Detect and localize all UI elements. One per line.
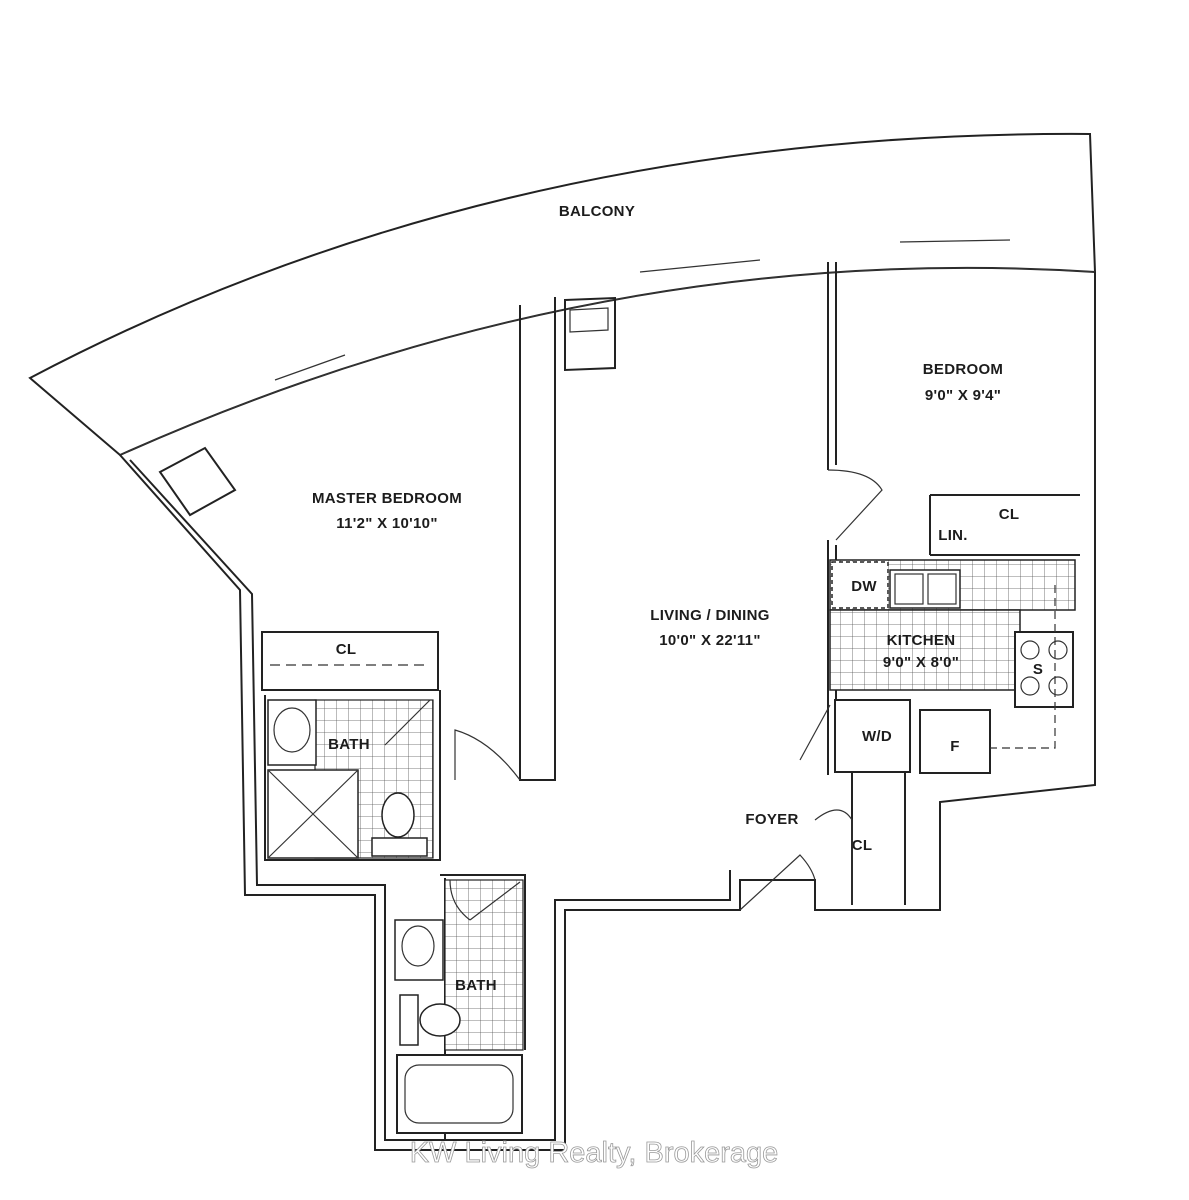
door-swings (384, 469, 883, 921)
svg-text:9'0" X 8'0": 9'0" X 8'0" (883, 654, 959, 671)
closet-label-foyer: CL (852, 837, 873, 854)
svg-text:11'2" X 10'10": 11'2" X 10'10" (336, 515, 437, 532)
balcony-area (28, 132, 1097, 457)
svg-text:MASTER BEDROOM: MASTER BEDROOM (312, 490, 462, 507)
svg-text:FOYER: FOYER (745, 811, 798, 828)
kitchen-area (829, 559, 1076, 774)
room-label-kitchen: KITCHEN 9'0" X 8'0" (883, 632, 959, 671)
closet-label-bedroom: CL (999, 506, 1020, 523)
svg-text:LIVING / DINING: LIVING / DINING (650, 607, 770, 624)
room-label-main-bath: BATH (455, 977, 497, 994)
svg-text:10'0" X 22'11": 10'0" X 22'11" (659, 632, 760, 649)
room-label-foyer: FOYER (745, 811, 798, 828)
room-label-living-dining: LIVING / DINING 10'0" X 22'11" (650, 607, 770, 649)
closet-label-master: CL (336, 641, 357, 658)
room-label-bedroom: BEDROOM 9'0" X 9'4" (923, 361, 1003, 404)
stove-label: S (1033, 661, 1043, 678)
svg-text:9'0" X 9'4": 9'0" X 9'4" (925, 387, 1001, 404)
svg-text:BATH: BATH (455, 977, 497, 994)
room-label-master-bath: BATH (328, 736, 370, 753)
room-label-master-bedroom: MASTER BEDROOM 11'2" X 10'10" (312, 490, 462, 532)
main-bath-area (394, 879, 524, 1134)
fridge-label: F (950, 738, 959, 755)
svg-text:BALCONY: BALCONY (559, 203, 635, 220)
svg-text:BATH: BATH (328, 736, 370, 753)
svg-text:KITCHEN: KITCHEN (887, 632, 956, 649)
master-bath-area (267, 699, 434, 859)
svg-text:BEDROOM: BEDROOM (923, 361, 1003, 378)
linen-label: LIN. (938, 527, 968, 544)
dishwasher-label: DW (851, 578, 877, 595)
room-label-balcony: BALCONY (559, 203, 635, 220)
watermark-text: KW Living Realty, Brokerage (410, 1137, 779, 1169)
washer-dryer-label: W/D (862, 728, 892, 745)
